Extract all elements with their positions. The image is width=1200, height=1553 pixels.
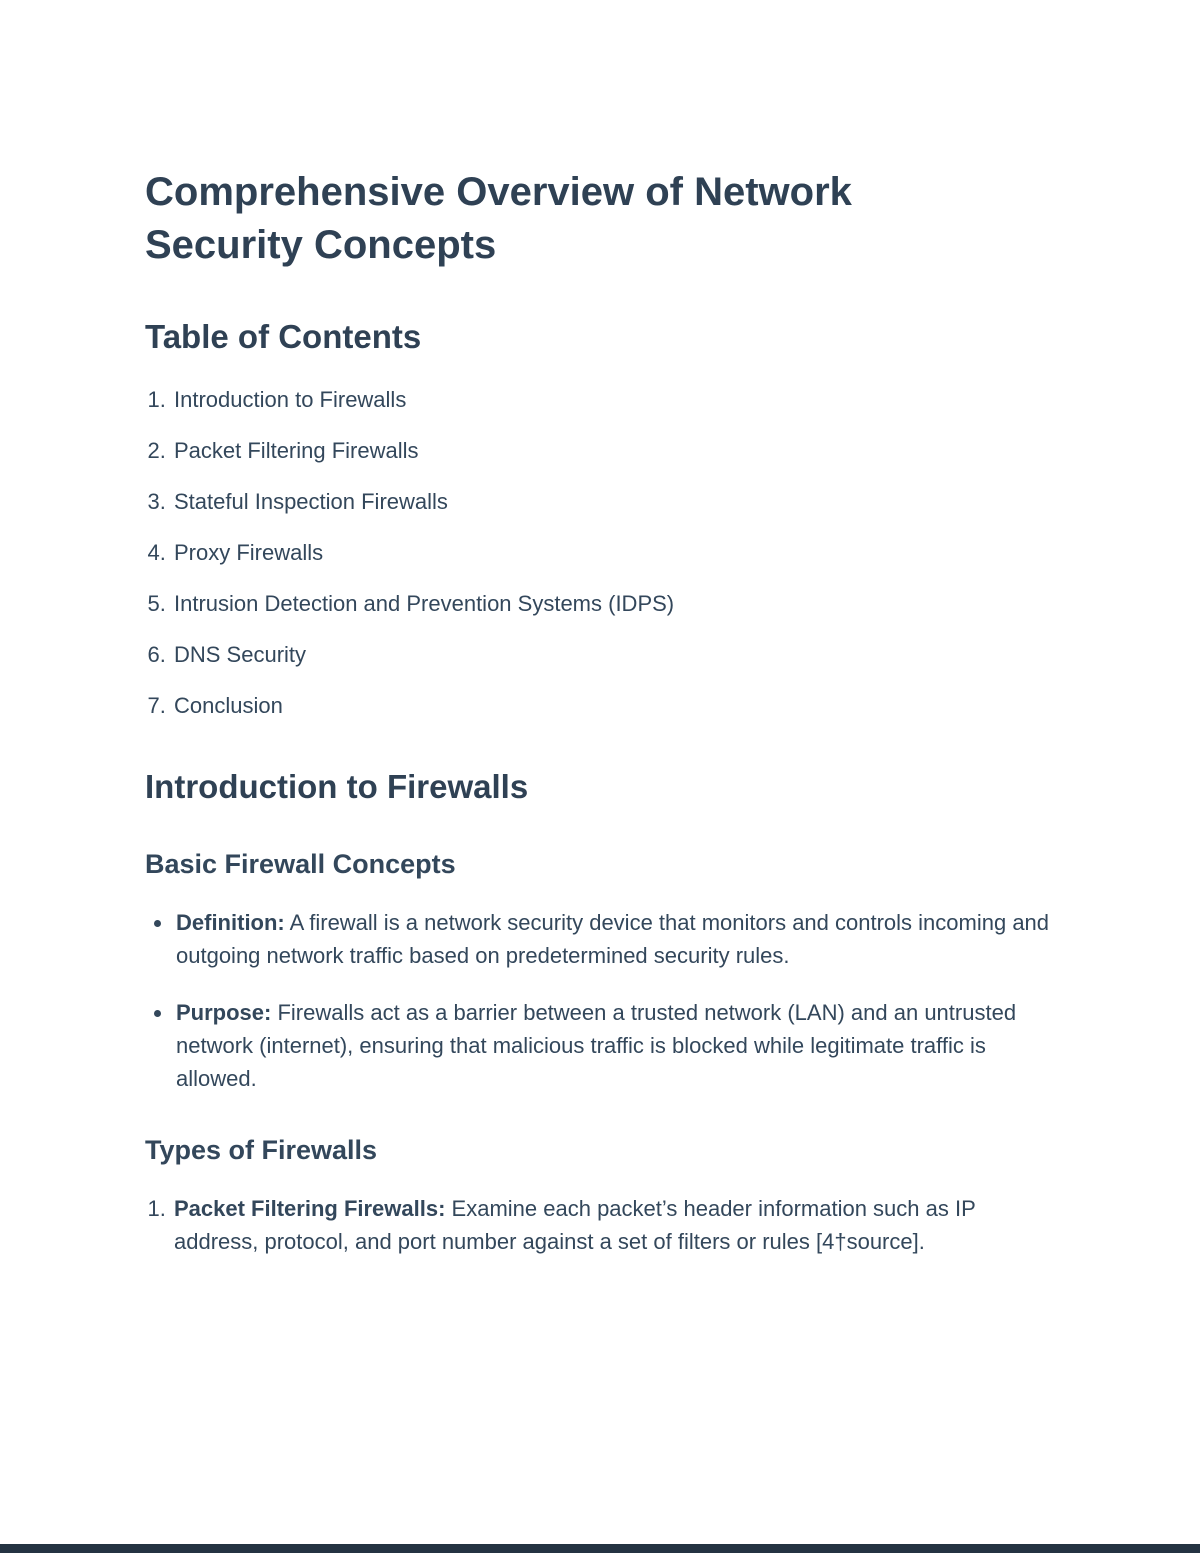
bullet-text: A firewall is a network security device … <box>176 909 1050 968</box>
toc-item: Packet Filtering Firewalls <box>172 435 1055 467</box>
page-bottom-divider <box>0 1544 1200 1553</box>
intro-section-heading: Introduction to Firewalls <box>145 767 529 805</box>
toc-item: DNS Security <box>172 639 1055 671</box>
toc-item: Intrusion Detection and Prevention Syste… <box>172 588 1055 620</box>
bullet-item: Purpose: Firewalls act as a barrier betw… <box>174 996 1055 1095</box>
document-content: Comprehensive Overview of Network Securi… <box>0 0 1200 1258</box>
basic-concepts-list: Definition: A firewall is a network secu… <box>145 906 1055 1095</box>
toc-item: Conclusion <box>172 690 1055 722</box>
toc-item: Stateful Inspection Firewalls <box>172 486 1055 518</box>
bullet-label: Purpose: <box>176 999 272 1025</box>
numbered-item-label: Packet Filtering Firewalls: <box>174 1195 446 1221</box>
bullet-item: Definition: A firewall is a network secu… <box>174 906 1055 972</box>
bullet-text: Firewalls act as a barrier between a tru… <box>176 999 1017 1091</box>
bullet-label: Definition: <box>176 909 285 935</box>
toc-list: Introduction to Firewalls Packet Filteri… <box>145 384 1055 721</box>
basic-concepts-heading: Basic Firewall Concepts <box>145 848 456 879</box>
page-title: Comprehensive Overview of Network Securi… <box>145 170 852 267</box>
toc-item: Proxy Firewalls <box>172 537 1055 569</box>
toc-heading: Table of Contents <box>145 317 422 355</box>
types-list: Packet Filtering Firewalls: Examine each… <box>145 1192 1055 1258</box>
toc-item: Introduction to Firewalls <box>172 384 1055 416</box>
types-heading: Types of Firewalls <box>145 1134 378 1165</box>
numbered-item-text: Examine each packet’s header information… <box>174 1195 976 1254</box>
numbered-item: Packet Filtering Firewalls: Examine each… <box>172 1192 1055 1258</box>
